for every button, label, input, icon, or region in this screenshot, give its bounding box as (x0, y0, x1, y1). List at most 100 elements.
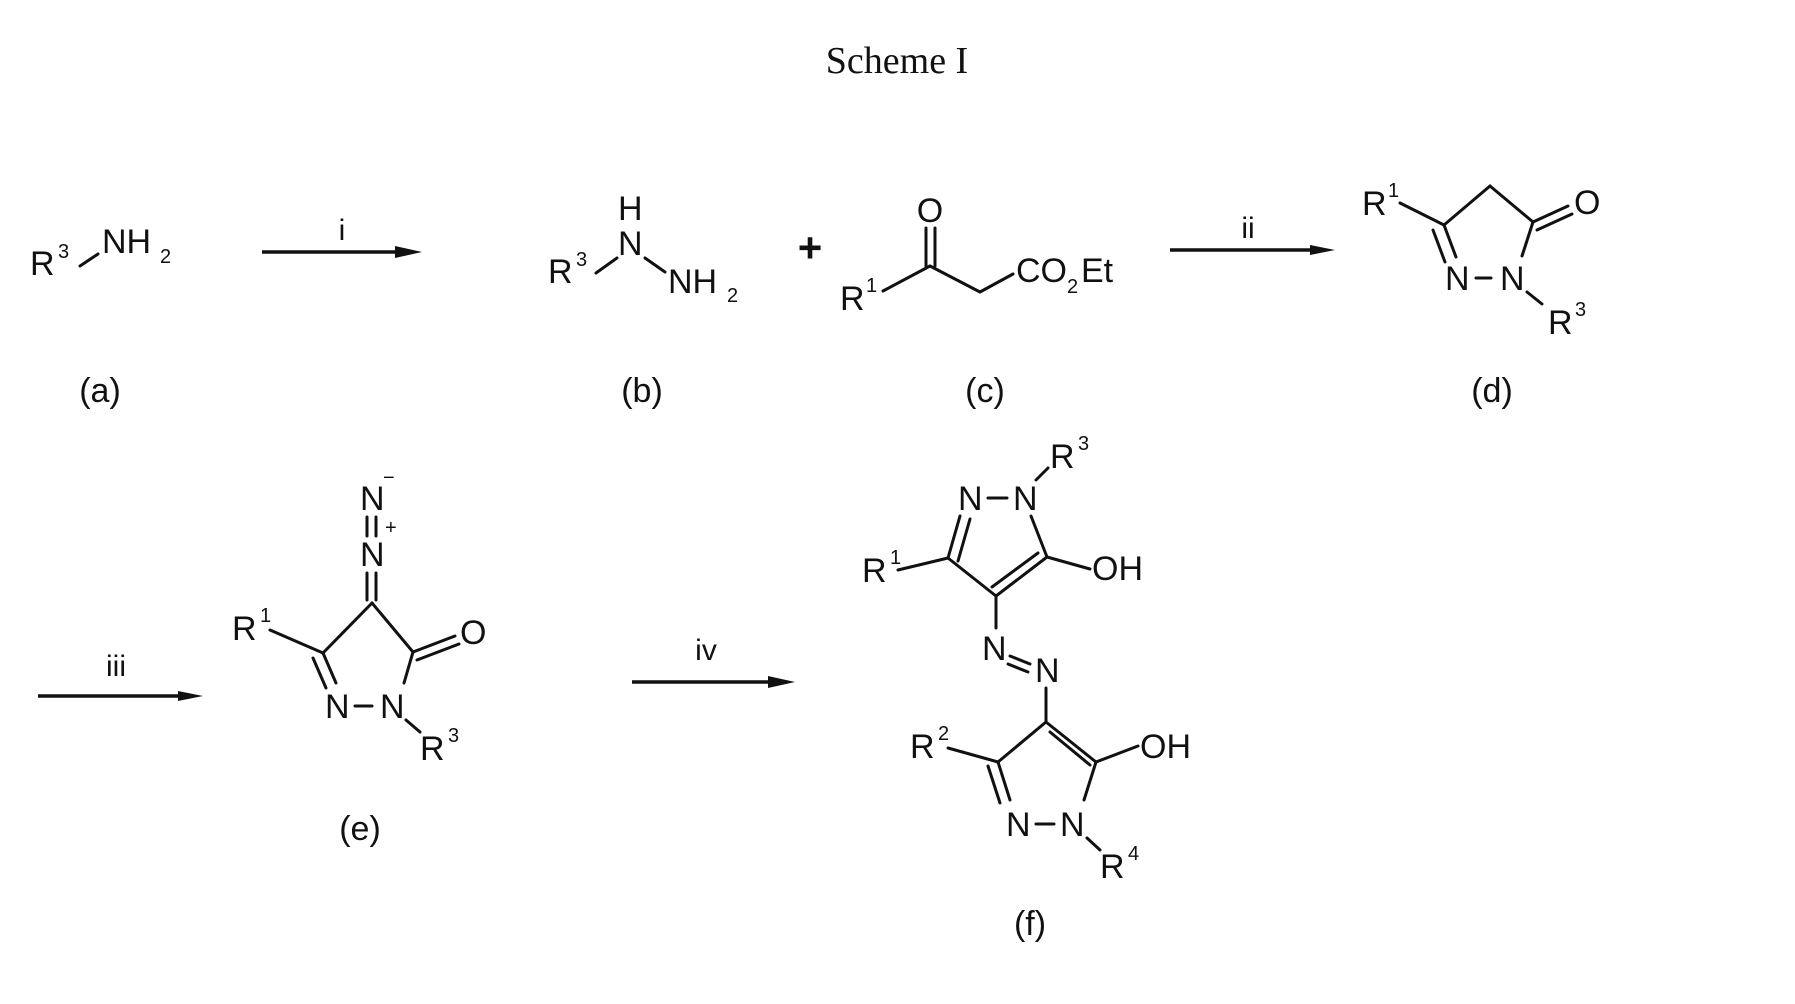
bond (323, 603, 372, 653)
atom-r: R (862, 552, 887, 590)
atom-n: N (360, 536, 385, 574)
reagent-iii: iii (106, 650, 126, 683)
bond (1008, 664, 1028, 672)
atom-nh: NH (668, 263, 717, 301)
superscript: 1 (260, 605, 271, 627)
atom-r: R (1548, 304, 1573, 342)
bond (948, 558, 996, 596)
compound-e: N − + N R 1 O N N R 3 (232, 467, 486, 768)
superscript: 1 (890, 547, 901, 569)
atom-n: N (360, 480, 385, 518)
reagent-ii: ii (1241, 212, 1254, 245)
superscript: 3 (576, 249, 587, 271)
bond (998, 762, 1010, 800)
compound-a: R 3 NH 2 (30, 223, 171, 283)
atom-n: N (982, 630, 1007, 668)
superscript: 3 (58, 241, 69, 263)
arrow-iii (38, 691, 203, 701)
superscript: 1 (866, 275, 877, 297)
arrow-iv (632, 676, 795, 688)
bond (1087, 838, 1100, 850)
atom-o: O (917, 192, 943, 230)
compound-f: R 3 N N OH R 1 N N R 2 OH N (862, 433, 1191, 886)
bond (1084, 762, 1096, 800)
label-a: (a) (79, 372, 121, 410)
bond (996, 557, 1047, 596)
bond (1010, 656, 1030, 664)
bond (883, 266, 1013, 292)
subscript: 2 (727, 285, 738, 307)
bond (1490, 186, 1533, 222)
atom-n: N (618, 225, 643, 263)
atom-nh: NH (102, 223, 151, 261)
atom-oh: OH (1140, 728, 1191, 766)
superscript: 3 (448, 725, 459, 747)
bond (645, 258, 665, 272)
bond (1046, 722, 1096, 762)
bond (1400, 203, 1444, 225)
atom-et: Et (1081, 252, 1114, 290)
bond (1444, 225, 1456, 257)
bond (1522, 222, 1533, 256)
atom-n: N (1445, 260, 1470, 298)
compound-c: R 1 O CO 2 Et (840, 192, 1114, 318)
bond (413, 636, 455, 652)
bond (948, 516, 960, 558)
bond (1527, 292, 1542, 304)
label-c: (c) (965, 372, 1005, 410)
atom-n: N (1006, 806, 1031, 844)
label-f: (f) (1014, 905, 1046, 943)
atom-n: N (1013, 480, 1038, 518)
bond (404, 652, 413, 683)
reagent-iv: iv (695, 634, 717, 667)
bond (1031, 516, 1047, 557)
atom-oh: OH (1092, 550, 1143, 588)
atom-n: N (1035, 652, 1060, 690)
label-e: (e) (339, 810, 381, 848)
atom-r: R (910, 728, 935, 766)
bond (313, 658, 326, 688)
bond (80, 254, 98, 266)
reagent-i: i (339, 214, 346, 247)
compound-d: R 1 O N N R 3 (1362, 180, 1600, 342)
atom-o: O (460, 614, 486, 652)
superscript: 4 (1128, 843, 1139, 865)
arrow-ii (1170, 245, 1335, 255)
superscript: 3 (1575, 299, 1586, 321)
bond (270, 630, 323, 653)
bond (1444, 186, 1490, 225)
atom-o: O (1574, 184, 1600, 222)
bond (1050, 732, 1090, 765)
label-d: (d) (1471, 372, 1513, 410)
bond (372, 603, 413, 652)
compound-b: R 3 N H NH 2 (548, 190, 738, 307)
bond (1096, 746, 1138, 762)
bond (1433, 230, 1445, 262)
superscript: 1 (1388, 180, 1399, 202)
label-b: (b) (621, 372, 663, 410)
atom-r: R (548, 253, 573, 291)
bond (1036, 468, 1048, 480)
charge-plus: + (385, 517, 397, 539)
atom-n: N (380, 688, 405, 726)
scheme-title: Scheme I (826, 40, 968, 82)
bond (898, 558, 948, 570)
bond (596, 258, 617, 273)
subscript: 2 (160, 246, 171, 268)
atom-n: N (958, 480, 983, 518)
atom-n: N (1500, 260, 1525, 298)
bond (1047, 557, 1090, 569)
atom-r: R (232, 610, 257, 648)
atom-r: R (30, 245, 55, 283)
atom-n: N (325, 688, 350, 726)
subscript: 2 (1067, 276, 1078, 298)
atom-r: R (1050, 438, 1075, 476)
atom-r: R (420, 730, 445, 768)
atom-r: R (840, 280, 865, 318)
bond (958, 519, 970, 561)
superscript: 3 (1078, 433, 1089, 455)
bond (988, 766, 1000, 803)
plus-sign: + (798, 224, 823, 271)
bond (998, 722, 1046, 762)
